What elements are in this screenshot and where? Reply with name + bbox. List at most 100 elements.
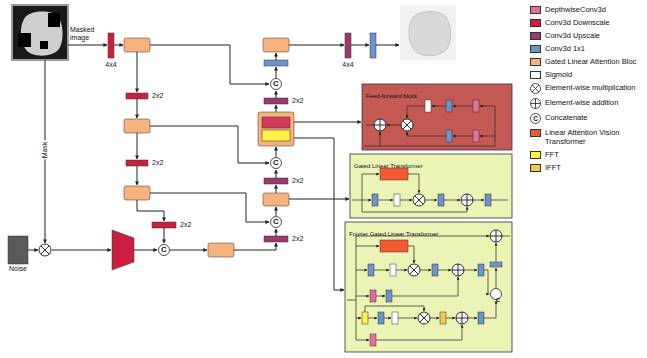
legend-text: FFT xyxy=(545,150,641,159)
panel-grounds-part xyxy=(350,154,512,218)
feed-forward-internals-part-part xyxy=(473,100,479,112)
fourier-transformer-internals-part-part xyxy=(368,264,374,276)
gated-transformer-internals-part-part xyxy=(394,194,400,206)
noise-input: Noise xyxy=(6,234,30,275)
panel-leader-lines xyxy=(289,122,361,290)
data-flow-arrows-part xyxy=(170,250,207,251)
data-flow-arrows-part xyxy=(276,53,277,60)
legend-swatch xyxy=(530,71,541,79)
legend-swatch xyxy=(530,32,541,40)
feed-forward-internals-part xyxy=(364,106,495,146)
fourier-transformer-internals-part xyxy=(392,277,458,296)
fourier-transformer-internals-part-part xyxy=(432,264,438,276)
gated-transformer-internals-part-part xyxy=(372,194,378,206)
fourier-transformer-internals-part xyxy=(365,306,424,312)
fourier-transformer-internals-part xyxy=(502,236,510,237)
feed-forward-internals-part xyxy=(387,125,401,126)
network-blocks-part xyxy=(258,112,294,146)
data-flow-arrows-part xyxy=(234,243,276,250)
fourier-transformer-internals-part xyxy=(376,296,385,297)
panel-grounds xyxy=(345,84,512,352)
gated-transformer-internals-part xyxy=(362,207,467,212)
fourier-transformer-internals-part-part xyxy=(386,290,392,302)
fourier-transformer-internals-part xyxy=(376,325,462,340)
gated-transformer-internals-part-part xyxy=(438,194,444,206)
legend-swatch xyxy=(530,58,541,66)
data-flow-arrows-part xyxy=(276,105,277,112)
data-flow-arrows-part xyxy=(289,45,344,46)
gated-transformer-internals xyxy=(352,168,508,212)
fourier-transformer-internals-part-part xyxy=(478,312,484,324)
data-flow-arrows-part xyxy=(137,200,164,221)
network-blocks-part xyxy=(262,117,290,128)
fourier-transformer-internals-part-part xyxy=(378,312,384,324)
feed-forward-internals-part xyxy=(374,119,386,131)
legend-item: Gated Linear Attention Bloc xyxy=(530,57,641,66)
data-flow-arrows-part xyxy=(150,126,269,163)
data-flow-arrows-part xyxy=(52,250,111,251)
data-flow-arrows-part xyxy=(351,45,369,46)
fourier-transformer-internals-part xyxy=(362,240,502,346)
data-flow-arrows-part xyxy=(276,185,277,193)
network-blocks-part xyxy=(262,130,290,141)
input-label: Masked image xyxy=(70,26,106,42)
data-flow-arrows-part xyxy=(134,250,157,251)
network-blocks-part xyxy=(108,33,114,58)
fourier-transformer-internals-part xyxy=(408,264,420,276)
concat-circle-outline xyxy=(271,79,282,90)
data-flow-arrows-part xyxy=(276,207,277,216)
scale-label: 2x2 xyxy=(152,92,163,100)
legend-symbol xyxy=(530,83,541,94)
legend-swatch xyxy=(530,129,541,137)
gated-transformer-internals-part xyxy=(362,174,363,212)
concat-circle-outline xyxy=(159,245,170,256)
reconstructed-output-image-part xyxy=(409,12,451,56)
reconstructed-output-image xyxy=(400,5,456,60)
fourier-transformer-internals-part xyxy=(496,243,497,262)
fourier-transformer-internals-part xyxy=(356,340,369,341)
legend-item: FFT xyxy=(530,150,641,159)
feed-forward-internals-part xyxy=(366,125,374,126)
fourier-transformer-internals-part xyxy=(347,300,356,301)
legend-text: DepthwiseConv3d xyxy=(545,5,641,14)
feed-forward-internals-part xyxy=(401,119,413,131)
gated-transformer-internals-part xyxy=(372,168,491,206)
legend-text: Conv3d Upscale xyxy=(545,31,641,40)
legend-text: Conv3d Downscale xyxy=(545,18,641,27)
legend-item: Sigmoid xyxy=(530,70,641,79)
legend-item: Conv3d Upscale xyxy=(530,31,641,40)
scale-label: 4x4 xyxy=(105,61,116,69)
fourier-transformer-panel: Fourier Gated Linear TransformerC xyxy=(345,222,512,352)
scale-label: 2x2 xyxy=(292,177,303,185)
legend-text: Element-wise multiplication xyxy=(545,83,641,92)
fourier-transformer-internals-part xyxy=(490,230,502,242)
masked-input-image-part xyxy=(40,41,48,49)
masked-input-image xyxy=(12,5,68,60)
concat-circle-outline xyxy=(271,158,282,169)
data-flow-arrows-part xyxy=(150,45,269,84)
masked-input-image-part xyxy=(18,33,31,47)
fourier-transformer-internals-part-part xyxy=(490,262,502,267)
feed-forward-internals-part-part xyxy=(446,130,452,142)
concat-node: C xyxy=(158,244,170,256)
data-flow-arrows-part xyxy=(276,147,277,157)
network-blocks-part xyxy=(263,193,289,206)
fourier-transformer-internals-part-part xyxy=(392,312,398,324)
gated-transformer-internals-part xyxy=(444,200,460,201)
concat-node: C xyxy=(270,157,282,169)
network-blocks-part xyxy=(124,38,150,52)
legend-swatch xyxy=(530,45,541,53)
fourier-transformer-internals-part-part xyxy=(440,312,446,324)
legend-symbol-shape xyxy=(531,114,541,124)
feed-forward-internals-part-part xyxy=(446,100,452,112)
fourier-transformer-internals-part-part xyxy=(390,264,396,276)
fourier-transformer-internals-part-part xyxy=(370,334,376,346)
gated-transformer-internals-part-part xyxy=(380,168,408,180)
legend-symbol xyxy=(530,98,541,109)
data-flow-arrows-part xyxy=(137,133,138,159)
gated-transformer-internals-part xyxy=(473,200,484,201)
gated-transformer-internals-part xyxy=(400,200,412,201)
fourier-transformer-internals-part xyxy=(418,312,430,324)
data-flow-arrows-part xyxy=(28,250,38,251)
